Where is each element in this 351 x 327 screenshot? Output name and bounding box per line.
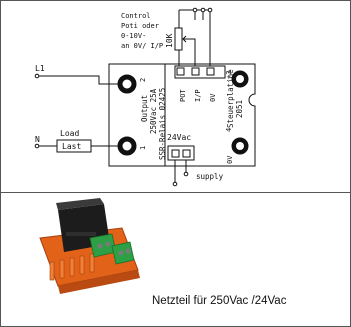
relay-text-line: Output [140,95,149,122]
control-terminal-label: POT [179,89,187,102]
supply-wire-dot [172,181,178,187]
supply-terminal-b [182,149,191,158]
control-terminal-label: I/P [194,89,202,102]
neutral-terminal-dot [34,143,40,149]
board-text-line: Steuerplatine [226,69,235,128]
line-label: L1 [35,64,45,73]
terminal-screw-icon [125,248,131,254]
terminal-screw-icon [118,250,124,256]
line-terminal-dot [34,73,40,79]
line-wire [39,75,118,85]
load-box [56,139,92,153]
transformer-detail [66,232,96,236]
control-wire-dot [200,7,206,13]
wiper-arrow-icon [182,35,189,43]
poti-value-label: 10K [165,33,174,48]
power-supply-photo [39,198,140,294]
load-label: Load [60,129,79,138]
board-terminal-4-hole [236,142,244,150]
poti-wiper-wire [183,38,196,66]
control-terminal-pot [176,67,185,76]
control-note-line: Control [121,12,151,20]
control-wire-dot [207,7,213,13]
relay-text-line: SSR-Relais 02425 [158,88,167,160]
control-terminal-ip [191,67,200,76]
board-terminal-plus3-hole [236,75,244,83]
terminal-screw-icon [97,243,103,249]
relay-terminal-2-hole [122,79,132,89]
photo-caption: Netzteil für 250Vac /24Vac [152,295,287,307]
plus3-label: +3 [225,71,233,79]
din-base-ribs [49,253,95,281]
relay-pin-label: 1 [139,146,147,150]
control-board-outline [165,63,256,167]
control-wire-stubs [194,12,204,20]
pin4-label: 4 [225,128,233,132]
last-label: Last [62,142,81,151]
potentiometer-symbol [174,27,183,51]
neutral-label: N [35,135,40,144]
control-terminal-label: 0V [209,93,217,102]
control-wire-dot [192,7,198,13]
supply-wire-dot [183,171,189,177]
control-terminal-strip [174,65,226,79]
relay-pin-label: 2 [139,78,147,82]
control-note-line: Poti oder [121,22,159,30]
relay-text-line: 250Vac 25A [149,88,158,134]
board-0v-label: 0V [226,155,234,164]
supply-terminal-strip [167,145,195,161]
supply-label: supply [196,172,224,181]
schematic: Control Poti oder 0-10V- an 0V/ I/P 10K … [34,7,256,187]
control-terminal-0v [206,67,215,76]
supply-wires [174,160,187,182]
ssr-relay-box [108,63,166,167]
supply-terminal-a [171,149,180,158]
transformer-top [56,198,104,210]
relay-terminal-1-hole [122,141,132,151]
board-text-line: 2051 [235,100,244,118]
control-note-line: 0-10V- [121,32,146,40]
control-note-line: an 0V/ I/P [121,42,163,50]
din-base-edge [58,270,140,294]
terminal-screw-icon [105,241,111,247]
supply-voltage-label: 24Vac [167,133,191,142]
